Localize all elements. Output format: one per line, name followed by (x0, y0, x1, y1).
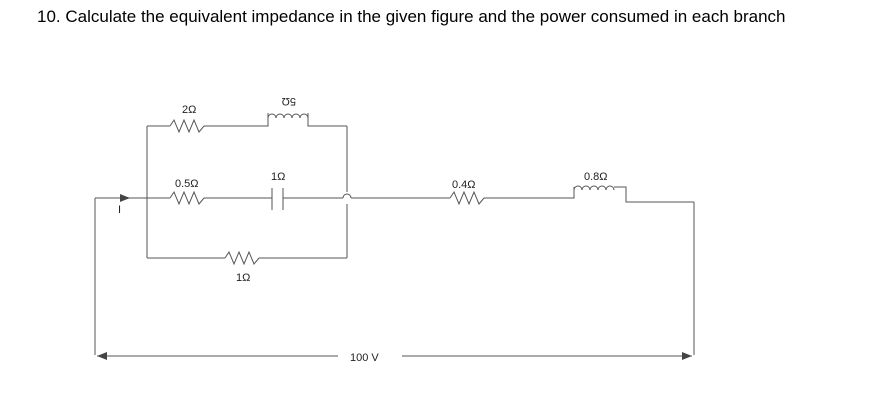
series-resistor (449, 190, 485, 206)
top-resistor-label: 2Ω (182, 104, 196, 116)
middle-capacitor-label: 1Ω (271, 171, 285, 183)
top-inductor-label: 5Ω (282, 95, 296, 107)
top-inductor (265, 113, 347, 127)
current-label: I (118, 204, 121, 216)
middle-resistor (169, 190, 205, 206)
bottom-resistor-label: 1Ω (236, 272, 250, 284)
question-text: 10. Calculate the equivalent impedance i… (37, 7, 786, 26)
series-resistor-label: 0.4Ω (452, 179, 476, 191)
series-inductor (571, 185, 694, 203)
voltage-label: 100 V (350, 352, 379, 364)
series-inductor-label: 0.8Ω (584, 171, 608, 183)
crossover-hop (342, 193, 352, 199)
top-resistor (169, 118, 205, 134)
middle-resistor-label: 0.5Ω (175, 178, 199, 190)
bottom-resistor (224, 250, 260, 266)
